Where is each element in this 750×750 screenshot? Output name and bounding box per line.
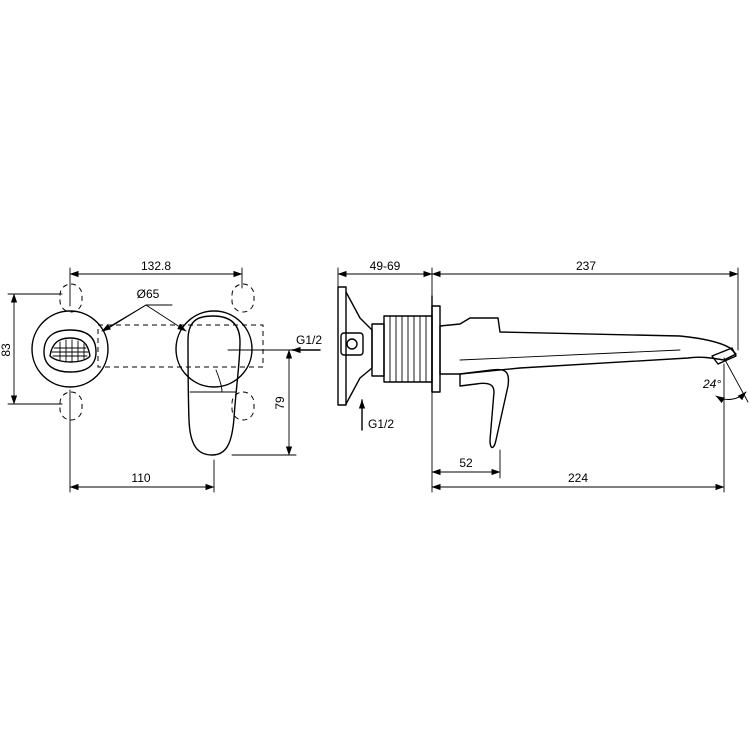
- side-lever-handle: [459, 368, 510, 449]
- valve-body: [371, 323, 385, 377]
- dim-wall-depth-label: 49-69: [370, 259, 401, 273]
- mounting-lug-right-bottom: [231, 391, 255, 421]
- mounting-lug-right-top: [231, 283, 255, 313]
- wall-plate: [337, 286, 347, 406]
- rosette-profile: [431, 305, 441, 393]
- mixer-rosette: [175, 310, 253, 388]
- mounting-lug-left-top: [59, 283, 83, 313]
- sleeve-threads: [389, 315, 427, 383]
- dim-front-height: 83: [0, 293, 63, 405]
- dim-spout-length: 237: [431, 259, 739, 351]
- inlet-connector-port: [346, 338, 358, 350]
- front-inlet: G1/2: [291, 333, 322, 354]
- dim-spout-projection: 224: [431, 363, 725, 493]
- aerator: [49, 337, 91, 363]
- dim-center-distance: 110: [69, 389, 215, 493]
- spout-outlet: [43, 329, 97, 373]
- side-view: 49-69 237 52 224 24°: [337, 259, 749, 493]
- front-inlet-label: G1/2: [296, 333, 322, 347]
- dim-flange-diameter-label: Ø65: [137, 287, 160, 301]
- dim-handle-height-label: 79: [273, 396, 287, 410]
- spout-tip: [711, 347, 737, 365]
- spout-body: [439, 317, 737, 375]
- dim-spout-length-label: 237: [576, 259, 596, 273]
- spout-rosette: [31, 310, 109, 388]
- side-inlet-label: G1/2: [368, 417, 394, 431]
- dim-handle-offset-label: 52: [459, 456, 473, 470]
- dim-handle-height: 79: [227, 349, 297, 456]
- dim-spout-projection-label: 224: [568, 471, 588, 485]
- lever-body-line: [215, 369, 223, 393]
- dim-front-height-label: 83: [0, 343, 13, 357]
- aerator-mesh: [51, 339, 89, 363]
- dim-spout-angle-label: 24°: [702, 377, 721, 391]
- front-view: 132.8 Ø65 83 79 110: [0, 259, 322, 493]
- side-inlet: G1/2: [358, 399, 394, 431]
- dim-flange-diameter: Ø65: [101, 287, 187, 332]
- dim-handle-offset: 52: [431, 391, 501, 493]
- dim-front-width-label: 132.8: [141, 259, 171, 273]
- dim-wall-depth: 49-69: [337, 259, 433, 297]
- mixer-lever-handle: [187, 315, 241, 456]
- dim-front-width: 132.8: [69, 259, 243, 307]
- dim-center-distance-label: 110: [131, 471, 150, 485]
- dim-spout-angle: 24°: [702, 357, 749, 404]
- mounting-lug-left-bottom: [59, 391, 83, 421]
- inlet-connector: [340, 332, 364, 356]
- spout-lower-edge: [459, 349, 681, 361]
